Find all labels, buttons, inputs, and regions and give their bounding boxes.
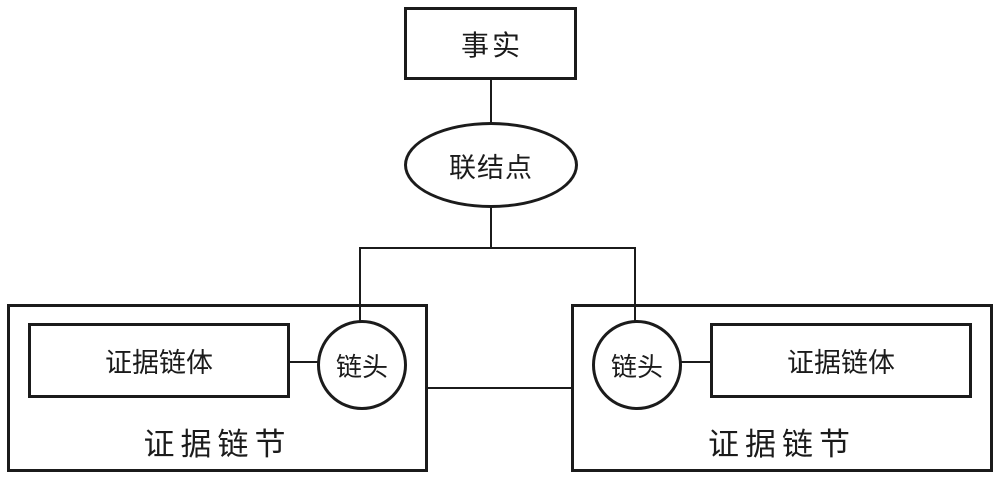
chain-body-node-right: 证据链体: [710, 323, 972, 398]
chain-head-node-left: 链头: [317, 320, 407, 410]
fact-node: 事实: [404, 7, 577, 80]
connector-junction-down: [490, 206, 492, 249]
junction-node: 联结点: [404, 122, 578, 208]
chain-link-caption-left: 证据链节: [143, 427, 292, 462]
connector-branch-right: [634, 247, 636, 323]
chain-body-label-right: 证据链体: [787, 348, 895, 378]
connector-body-head-left: [288, 361, 319, 363]
chain-head-node-right: 链头: [592, 320, 682, 410]
junction-label: 联结点: [449, 152, 533, 183]
chain-body-node-left: 证据链体: [28, 323, 290, 398]
evidence-chain-link-right: 链头 证据链体 证据链节: [571, 304, 993, 472]
connector-branch-left: [359, 247, 361, 323]
evidence-chain-link-left: 证据链体 链头 证据链节: [7, 304, 428, 472]
chain-link-caption-right: 证据链节: [708, 427, 856, 462]
connector-between-chain-links: [426, 387, 573, 389]
chain-head-label-left: 链头: [335, 352, 388, 382]
chain-body-label-left: 证据链体: [105, 348, 213, 378]
connector-branch-horizontal: [359, 247, 636, 249]
connector-body-head-right: [680, 361, 712, 363]
connector-fact-to-junction: [490, 78, 492, 124]
fact-label: 事实: [460, 30, 523, 62]
chain-head-label-right: 链头: [610, 352, 663, 382]
